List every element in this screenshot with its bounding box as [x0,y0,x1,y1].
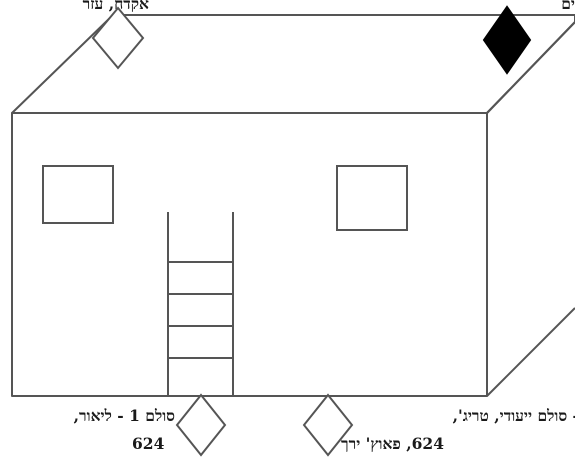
label-bottom-left-line2: 624 [132,435,164,453]
label-top-right: ים [561,0,575,13]
window-left [43,166,113,223]
marker-diamond-top-left [93,8,143,68]
marker-diamond-bottom-left [177,395,225,455]
label-top-left: אקדח, עזר [83,0,149,13]
label-bottom-left-line1: סולם 1 - ליאור, [74,407,175,425]
label-bottom-right-line1: - סולם ייעודי, טריג', [453,407,575,425]
ladder [168,212,233,396]
label-bottom-right-line2: 624, פאוץ' ירך [341,435,444,453]
window-right [337,166,407,230]
box-body [12,15,575,396]
marker-diamond-top-right [484,7,530,73]
box-front-face [12,113,487,396]
box-side-bottom-edge [487,308,575,396]
